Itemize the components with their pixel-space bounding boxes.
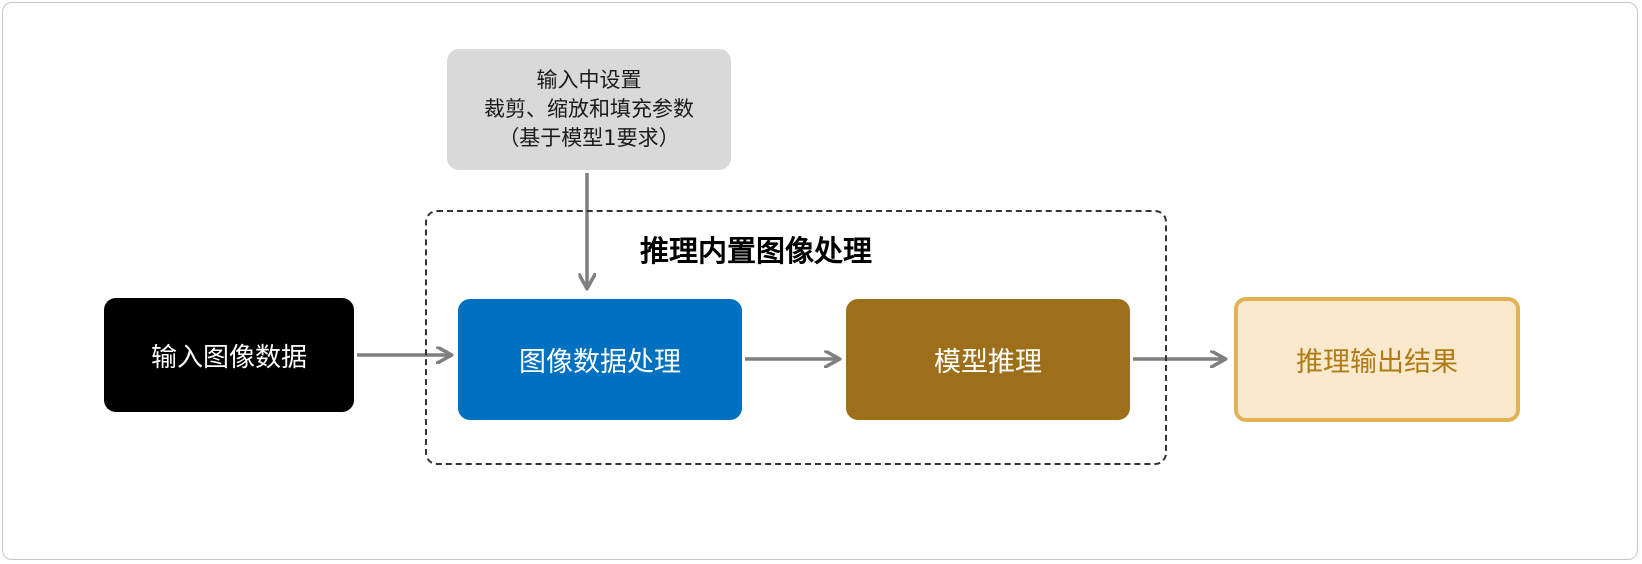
config-line-3: （基于模型1要求） [498,126,680,150]
output-node-label: 推理输出结果 [1296,347,1458,378]
model-inference-node: 模型推理 [846,299,1130,420]
input-image-data-node: 输入图像数据 [104,298,354,412]
preprocess-node-label: 图像数据处理 [519,347,681,378]
config-params-node: 输入中设置 裁剪、缩放和填充参数 （基于模型1要求） [447,49,731,170]
group-title: 推理内置图像处理 [639,234,872,268]
input-node-label: 输入图像数据 [150,342,307,373]
image-processing-node: 图像数据处理 [458,299,742,420]
inference-node-label: 模型推理 [934,347,1042,378]
builtin-processing-group [425,210,1167,465]
config-line-1: 输入中设置 [536,68,642,92]
config-line-2: 裁剪、缩放和填充参数 [484,97,694,121]
inference-output-node: 推理输出结果 [1234,297,1520,422]
